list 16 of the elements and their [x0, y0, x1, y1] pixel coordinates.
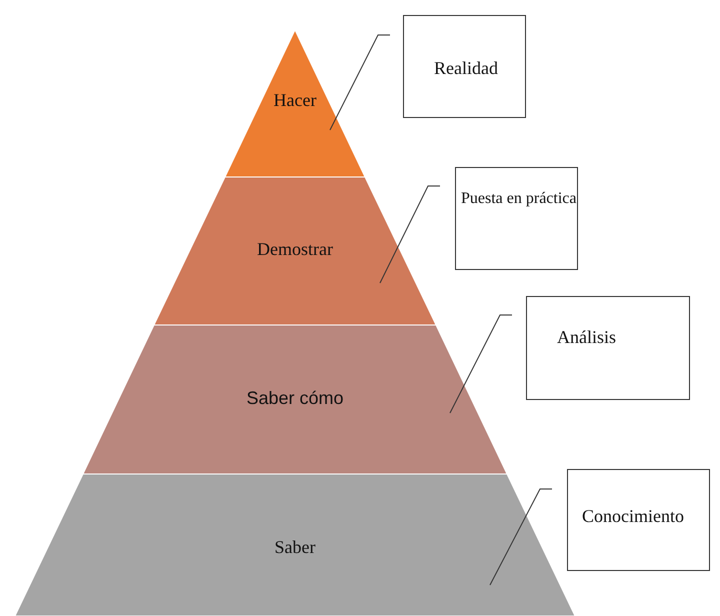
- layer-label: Saber cómo: [246, 388, 344, 408]
- callout-text: Puesta en práctica: [461, 190, 576, 208]
- layer-label: Hacer: [274, 90, 316, 110]
- leader-line: [490, 488, 552, 586]
- callout-text: Análisis: [557, 327, 616, 348]
- callout-box: [403, 15, 526, 118]
- leader-line: [450, 314, 512, 414]
- leader-line: [380, 186, 440, 284]
- layer-label: Demostrar: [257, 239, 333, 259]
- callout-box: [455, 167, 578, 270]
- callout-text: Conocimiento: [582, 506, 684, 527]
- callout-box: [567, 469, 710, 571]
- layer-label: Saber: [274, 537, 316, 557]
- callout-box: [526, 296, 690, 400]
- leader-line: [330, 34, 390, 130]
- callout-text: Realidad: [434, 58, 498, 79]
